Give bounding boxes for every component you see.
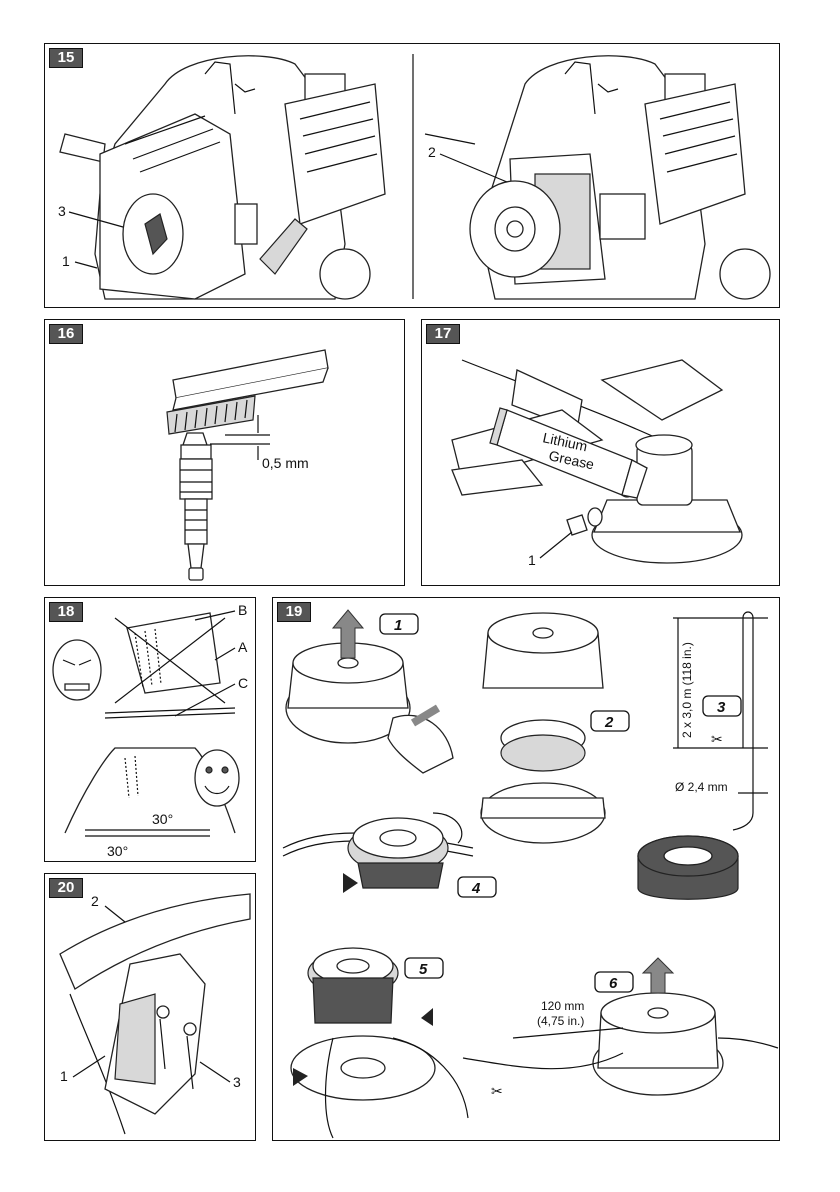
leader-line <box>200 1062 230 1082</box>
step-5-label: 5 <box>419 961 428 978</box>
label-c: C <box>238 675 248 691</box>
label-3: 3 <box>233 1074 241 1090</box>
label-3-left: 3 <box>58 203 66 219</box>
scissors-icon: ✂ <box>491 1083 503 1099</box>
step-1-label: 1 <box>394 617 402 634</box>
leader-line <box>75 262 97 268</box>
step-6-label: 6 <box>609 975 618 992</box>
figure-20-panel: 20 2 1 3 <box>44 873 256 1141</box>
label-a: A <box>238 639 248 655</box>
figure-19-panel: 19 1 2 <box>272 597 780 1141</box>
grease-tube-illustration: Lithium Grease 1 <box>422 320 780 586</box>
leader-line <box>105 906 125 922</box>
line-length-label: 2 x 3,0 m (118 in.) <box>680 642 694 738</box>
line-diameter-label: Ø 2,4 mm <box>675 780 728 794</box>
angle-label-top: 30° <box>152 811 173 827</box>
happy-face-icon <box>195 750 239 806</box>
label-2-right: 2 <box>428 144 436 160</box>
line-coil-illustration <box>638 612 768 899</box>
label-b: B <box>238 602 247 618</box>
figure-15-panel: 15 <box>44 43 780 308</box>
gap-measure-label: 0,5 mm <box>262 455 309 471</box>
blade-sharpening-illustration: B A C 30° 30° <box>45 598 256 862</box>
label-1: 1 <box>60 1068 68 1084</box>
trimmer-head-illustration: 1 2 2 x 3,0 m (118 in.) ✂ <box>273 598 780 1141</box>
figure-18-panel: 18 B A C 30° 30° <box>44 597 256 862</box>
blade-guard-illustration: 2 1 3 <box>45 874 256 1141</box>
brush-icon <box>167 350 328 434</box>
engine-air-filter-illustration: 3 1 2 <box>45 44 780 308</box>
step-3-label: 3 <box>717 699 726 716</box>
cut-length-mm-label: 120 mm <box>541 999 584 1013</box>
engine-left-drawing <box>60 56 385 299</box>
step-2-drawing <box>481 613 605 843</box>
spark-plug-illustration: 0,5 mm <box>45 320 405 586</box>
scissors-icon: ✂ <box>711 731 723 747</box>
label-1: 1 <box>528 552 536 568</box>
label-1-left: 1 <box>62 253 70 269</box>
leader-line <box>175 684 235 716</box>
label-2: 2 <box>91 893 99 909</box>
engine-right-drawing <box>425 56 770 299</box>
step-4-label: 4 <box>471 880 481 897</box>
spark-plug <box>180 433 212 580</box>
step-4-drawing <box>283 813 473 893</box>
cut-length-in-label: (4,75 in.) <box>537 1014 584 1028</box>
leader-line <box>540 532 572 558</box>
step-2-label: 2 <box>604 714 614 731</box>
leader-line <box>440 154 507 182</box>
angry-face-icon <box>53 640 101 700</box>
figure-17-panel: 17 Lithium Grease 1 <box>421 319 780 586</box>
step-1-drawing <box>286 610 453 773</box>
leader-line <box>215 648 235 660</box>
figure-16-panel: 16 0,5 mm <box>44 319 405 586</box>
angle-label-bottom: 30° <box>107 843 128 859</box>
